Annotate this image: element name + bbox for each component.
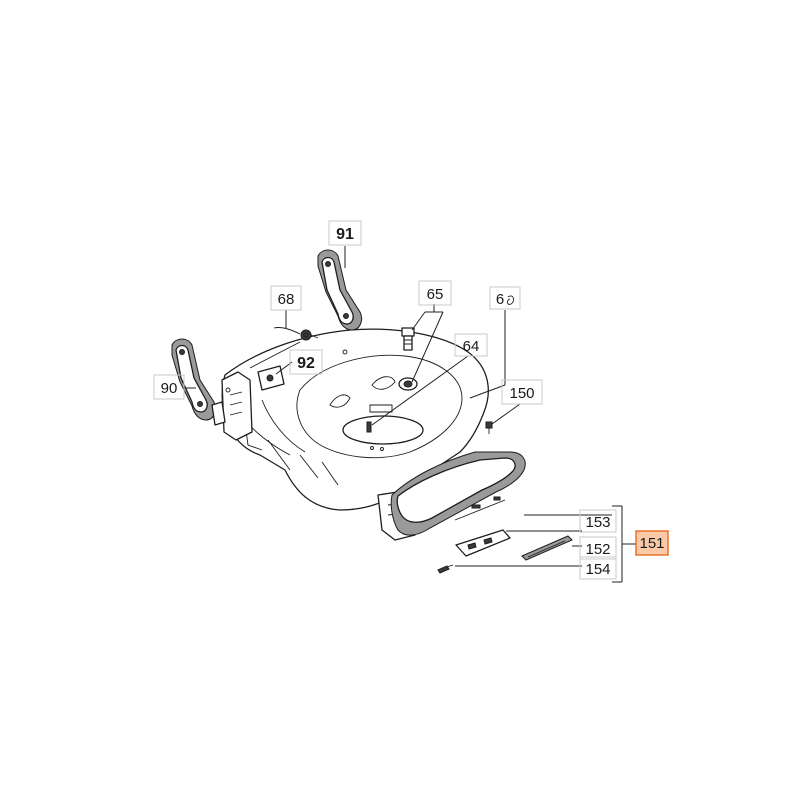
callout-64-label: 64 — [463, 338, 480, 355]
part-65-spindle — [398, 327, 418, 391]
callout-90[interactable]: 90 — [153, 374, 185, 400]
callout-65[interactable]: 65 — [418, 280, 452, 306]
leader-lines — [184, 246, 636, 583]
callout-152-label: 152 — [585, 541, 610, 558]
callout-68-label: 68 — [278, 291, 295, 308]
chute-cover — [390, 451, 526, 536]
callout-151-highlighted[interactable]: 151 — [635, 530, 669, 556]
callout-153-label: 153 — [585, 514, 610, 531]
callout-153[interactable]: 153 — [579, 509, 617, 533]
part-153-plate — [455, 529, 511, 557]
callout-90-label: 90 — [161, 380, 178, 397]
callout-150-label: 150 — [509, 385, 534, 402]
callout-151-label: 151 — [639, 535, 664, 552]
callout-150[interactable]: 150 — [501, 379, 543, 405]
part-90-arm — [171, 338, 226, 426]
callout-154-label: 154 — [585, 561, 610, 578]
callout-68[interactable]: 68 — [270, 285, 302, 311]
part-91-arm — [317, 249, 363, 331]
part-92-bolt — [257, 365, 285, 391]
callout-6x[interactable]: 6 — [489, 286, 521, 310]
mower-deck — [221, 328, 489, 541]
callout-91-label: 91 — [336, 226, 354, 243]
callout-92[interactable]: 92 — [289, 349, 323, 375]
part-68-spring — [273, 327, 319, 341]
callout-91[interactable]: 91 — [328, 220, 362, 246]
callout-65-label: 65 — [427, 286, 444, 303]
callout-92-label: 92 — [297, 355, 315, 372]
callouts: 91 68 65 6 64 92 90 150 — [153, 220, 669, 580]
callout-64[interactable]: 64 — [454, 333, 488, 357]
callout-152[interactable]: 152 — [579, 536, 617, 560]
part-152-strip — [521, 535, 573, 561]
callout-154[interactable]: 154 — [579, 556, 617, 580]
callout-6x-label: 6 — [496, 291, 504, 308]
part-154-screw — [437, 564, 454, 574]
part-150-screw — [485, 421, 493, 434]
